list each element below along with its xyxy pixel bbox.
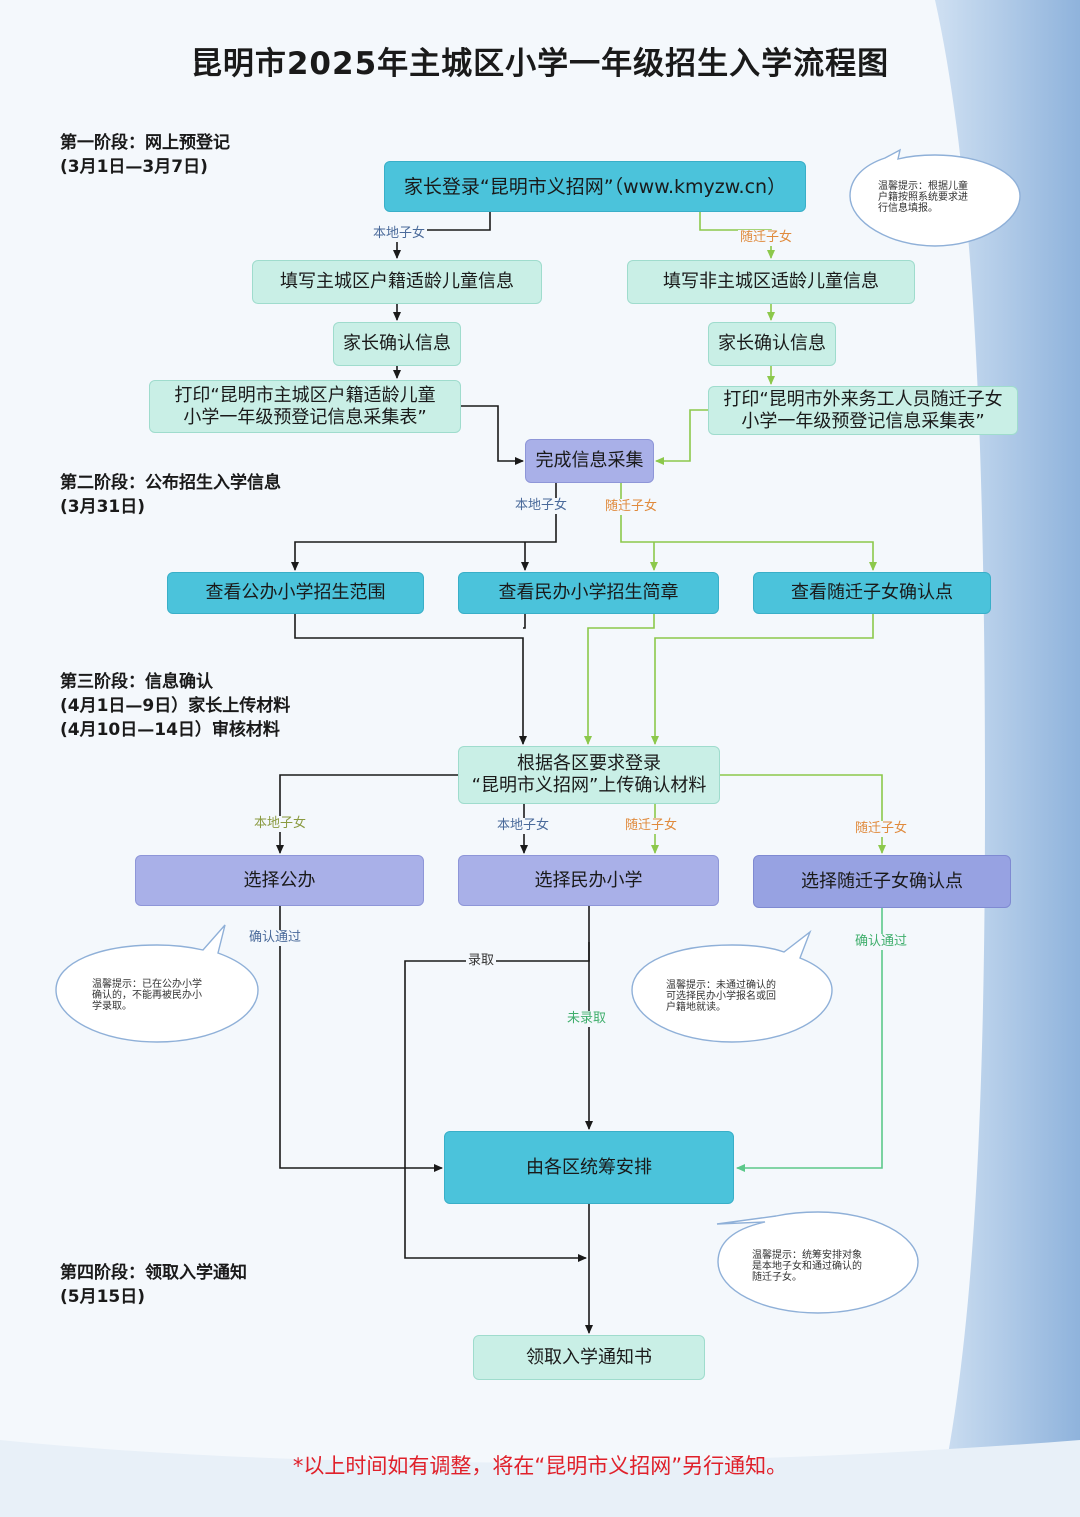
box-view-public-scope: 查看公办小学招生范围 <box>167 572 424 614</box>
connector-view-point-to-upload <box>651 614 874 745</box>
stage-2-date: (3月31日) <box>60 497 146 517</box>
box-upload-materials: 根据各区要求登录 “昆明市义招网”上传确认材料 <box>458 746 720 804</box>
stage-1-date: (3月1日—3月7日) <box>60 157 208 177</box>
stage-4-header: 第四阶段：领取入学通知 (5月15日) <box>60 1261 247 1309</box>
page-title: 昆明市2025年主城区小学一年级招生入学流程图 <box>190 46 890 82</box>
stage-3-upload-date: (4月1日—9日）家长上传材料 <box>60 696 291 716</box>
box-district-arrangement: 由各区统筹安排 <box>444 1131 734 1204</box>
label-local-child-3: 本地子女 <box>252 816 309 832</box>
box-receive-notice: 领取入学通知书 <box>473 1335 705 1380</box>
connector-private-admitted-to-notice <box>404 942 590 1262</box>
stage-3-review-date: (4月10日—14日）审核材料 <box>60 720 280 740</box>
tip-arrangement-scope: 温馨提示：统筹安排对象 是本地子女和通过确认的 随迁子女。 <box>752 1250 862 1283</box>
stage-4-date: (5月15日) <box>60 1287 146 1307</box>
label-not-admitted: 未录取 <box>565 1011 609 1027</box>
box-confirm-migrant: 家长确认信息 <box>708 322 836 366</box>
box-choose-public: 选择公办 <box>135 855 424 906</box>
label-migrant-child-4: 随迁子女 <box>853 821 910 837</box>
box-view-migrant-points: 查看随迁子女确认点 <box>753 572 991 614</box>
connector-view-private-local-to-upload <box>523 614 526 629</box>
box-view-private-brochure: 查看民办小学招生简章 <box>458 572 719 614</box>
connector-collect-migrant-branch <box>620 483 877 571</box>
box-print-local-form: 打印“昆明市主城区户籍适龄儿童 小学一年级预登记信息采集表” <box>149 380 461 433</box>
connector-upload-to-choose-public <box>276 774 458 854</box>
connector-login-to-fill-local <box>393 212 491 259</box>
box-parent-login: 家长登录“昆明市义招网”（www.kmyzw.cn） <box>384 161 806 212</box>
connector-view-public-to-upload <box>294 614 527 745</box>
stage-4-name: 第四阶段：领取入学通知 <box>60 1263 247 1283</box>
tip-bubble-unconfirmed-shape <box>631 929 833 1043</box>
label-migrant-child-3: 随迁子女 <box>623 818 680 834</box>
box-choose-private: 选择民办小学 <box>458 855 719 906</box>
stage-1-name: 第一阶段：网上预登记 <box>60 133 230 153</box>
connector-print-migrant-to-collect <box>655 409 708 465</box>
label-admitted: 录取 <box>466 953 497 969</box>
label-local-child-1: 本地子女 <box>371 226 428 242</box>
label-confirm-pass-migrant: 确认通过 <box>853 934 910 950</box>
stage-3-name: 第三阶段：信息确认 <box>60 672 213 692</box>
tip-register: 温馨提示：根据儿童 户籍按照系统要求进 行信息填报。 <box>878 181 968 214</box>
connector-choose-public-to-arrange <box>279 906 443 1172</box>
label-migrant-child-1: 随迁子女 <box>738 230 795 246</box>
box-fill-migrant-info: 填写非主城区适龄儿童信息 <box>627 260 915 304</box>
tip-public-confirmed: 温馨提示：已在公办小学 确认的，不能再被民办小 学录取。 <box>92 979 202 1012</box>
stage-2-name: 第二阶段：公布招生入学信息 <box>60 473 281 493</box>
connector-point-pass-to-arrange <box>736 906 883 1172</box>
tip-bubble-public-shape <box>55 924 259 1043</box>
connector-collect-local-branch <box>291 483 557 571</box>
stage-2-header: 第二阶段：公布招生入学信息 (3月31日) <box>60 471 281 519</box>
box-collection-complete: 完成信息采集 <box>525 439 654 483</box>
box-print-migrant-form: 打印“昆明市外来务工人员随迁子女 小学一年级预登记信息采集表” <box>708 386 1018 435</box>
tip-bubble-arrange-shape <box>716 1211 919 1314</box>
label-confirm-pass-public: 确认通过 <box>247 930 304 946</box>
connector-print-local-to-collect <box>461 405 524 465</box>
tip-bubble-register-shape <box>849 148 1021 247</box>
stage-1-header: 第一阶段：网上预登记 (3月1日—3月7日) <box>60 131 230 179</box>
box-confirm-local: 家长确认信息 <box>333 322 461 366</box>
tip-unconfirmed: 温馨提示：未通过确认的 可选择民办小学报名或回 户籍地就读。 <box>666 980 776 1013</box>
connector-view-private-migrant-to-upload <box>584 614 655 745</box>
box-fill-local-info: 填写主城区户籍适龄儿童信息 <box>252 260 542 304</box>
label-migrant-child-2: 随迁子女 <box>603 499 660 515</box>
stage-3-header: 第三阶段：信息确认 (4月1日—9日）家长上传材料 (4月10日—14日）审核材… <box>60 670 290 742</box>
label-local-child-4: 本地子女 <box>495 818 552 834</box>
box-choose-migrant-point: 选择随迁子女确认点 <box>753 855 1011 908</box>
connector-upload-to-choose-point <box>720 774 886 854</box>
label-local-child-2: 本地子女 <box>513 498 570 514</box>
footnote-notice: *以上时间如有调整，将在“昆明市义招网”另行通知。 <box>292 1454 788 1478</box>
